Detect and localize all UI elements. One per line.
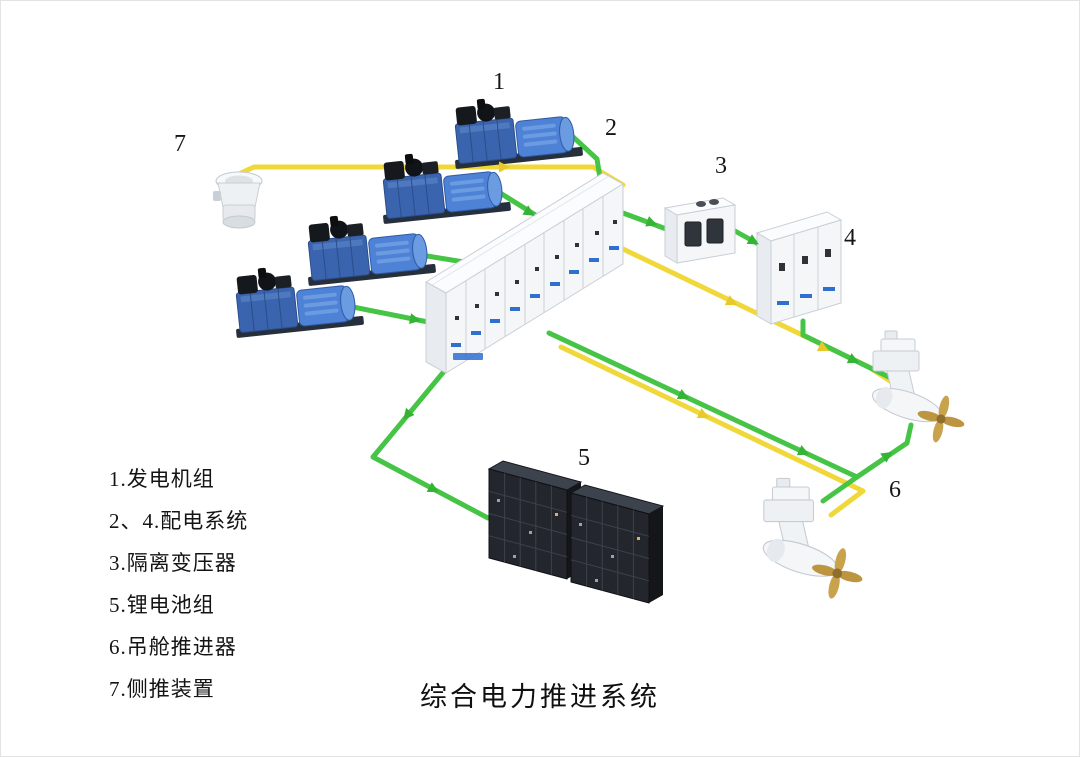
switchboard-gauges — [455, 220, 617, 320]
legend-item-transformer: 3.隔离变压器 — [109, 551, 237, 575]
callout-1: 1 — [493, 69, 505, 95]
cabinet4-blue-markers — [777, 287, 835, 305]
distribution-cabinet-4 — [755, 211, 843, 325]
legend-item-generator: 1.发电机组 — [109, 467, 215, 491]
legend: 1.发电机组 2、4.配电系统 3.隔离变压器 5.锂电池组 6.吊舱推进器 7… — [109, 463, 248, 703]
callout-4: 4 — [844, 225, 856, 251]
pod-thruster-1 — [868, 330, 971, 449]
legend-item-bowthruster: 7.侧推装置 — [109, 677, 215, 701]
cable-yellow-to-pod-2 — [558, 344, 866, 518]
callout-6: 6 — [889, 477, 901, 503]
legend-item-distribution: 2、4.配电系统 — [109, 509, 249, 533]
cable-green-switchboard-battery — [370, 366, 491, 521]
main-switchboard — [425, 172, 624, 374]
cabinet4-gauges — [779, 249, 831, 271]
isolation-transformer — [663, 197, 737, 264]
switchboard-panel-lines — [465, 196, 604, 361]
cable-green-cabinet4-pod1 — [800, 318, 896, 382]
diagram-title: 综合电力推进系统 — [420, 682, 660, 712]
switchboard-blue-markers — [451, 246, 619, 360]
bow-thruster — [213, 171, 263, 229]
callout-7: 7 — [174, 131, 186, 157]
legend-item-pod: 6.吊舱推进器 — [109, 635, 237, 659]
battery-pack-right — [570, 484, 664, 604]
callout-2: 2 — [605, 115, 617, 141]
battery-pack-left — [488, 460, 582, 580]
callout-3: 3 — [715, 153, 727, 179]
generator-set-1 — [448, 88, 584, 170]
callout-5: 5 — [578, 445, 590, 471]
cable-green-loop-pod-1 — [854, 422, 914, 480]
cable-network — [238, 132, 926, 521]
legend-item-battery: 5.锂电池组 — [109, 593, 215, 617]
